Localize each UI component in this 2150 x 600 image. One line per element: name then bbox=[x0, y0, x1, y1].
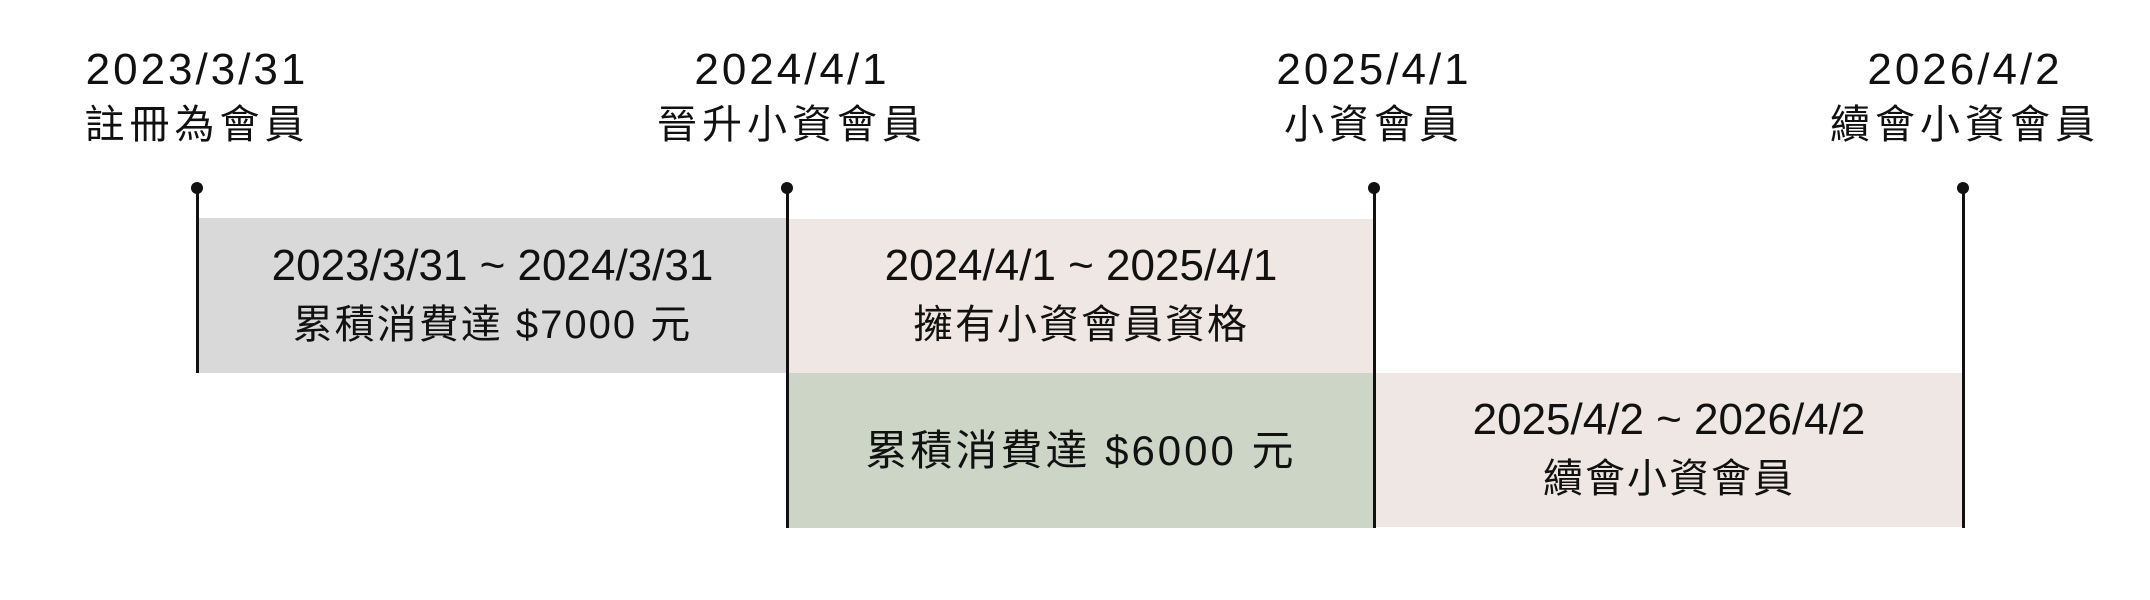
milestone-title: 續會小資會員 bbox=[1830, 103, 2100, 147]
milestone-member: 2025/4/1 小資會員 bbox=[1276, 44, 1471, 154]
period-box-accumulation-6000: 累積消費達 $6000 元 bbox=[788, 373, 1374, 528]
timeline-dot-icon bbox=[1368, 182, 1380, 194]
period-description: 擁有小資會員資格 bbox=[913, 303, 1249, 347]
period-range: 2024/4/1 ~ 2025/4/1 bbox=[884, 241, 1278, 290]
timeline-line bbox=[196, 188, 199, 373]
timeline-line bbox=[1962, 188, 1965, 528]
period-box-renewal: 2025/4/2 ~ 2026/4/2 續會小資會員 bbox=[1375, 373, 1963, 527]
milestone-date: 2024/4/1 bbox=[694, 45, 890, 94]
period-description: 累積消費達 $7000 元 bbox=[292, 302, 693, 347]
period-description: 累積消費達 $6000 元 bbox=[865, 426, 1297, 474]
milestone-title: 小資會員 bbox=[1284, 103, 1464, 147]
milestone-upgrade: 2024/4/1 晉升小資會員 bbox=[657, 44, 927, 154]
milestone-renewal: 2026/4/2 續會小資會員 bbox=[1830, 44, 2100, 154]
period-range: 2023/3/31 ~ 2024/3/31 bbox=[271, 240, 714, 290]
timeline-line bbox=[786, 188, 789, 528]
milestone-title: 註冊為會員 bbox=[84, 103, 310, 147]
timeline-dot-icon bbox=[781, 182, 793, 194]
milestone-registration: 2023/3/31 註冊為會員 bbox=[85, 44, 310, 154]
timeline-dot-icon bbox=[1957, 182, 1969, 194]
period-description: 續會小資會員 bbox=[1543, 457, 1795, 501]
period-box-accumulation-7000: 2023/3/31 ~ 2024/3/31 累積消費達 $7000 元 bbox=[198, 218, 787, 373]
period-box-membership: 2024/4/1 ~ 2025/4/1 擁有小資會員資格 bbox=[788, 219, 1374, 373]
milestone-date: 2023/3/31 bbox=[85, 45, 309, 94]
timeline-line bbox=[1373, 188, 1376, 528]
timeline-dot-icon bbox=[191, 182, 203, 194]
milestone-title: 晉升小資會員 bbox=[657, 103, 927, 147]
milestone-date: 2026/4/2 bbox=[1867, 45, 2063, 94]
milestone-date: 2025/4/1 bbox=[1276, 45, 1472, 94]
period-range: 2025/4/2 ~ 2026/4/2 bbox=[1472, 395, 1866, 444]
